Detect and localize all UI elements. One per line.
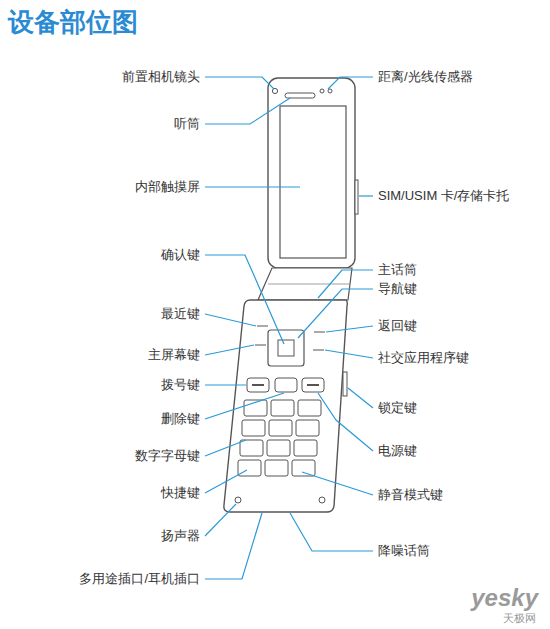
part-label: 多用途插口/耳机插口 bbox=[79, 571, 200, 587]
part-label: SIM/USIM 卡/存储卡托 bbox=[378, 188, 509, 204]
part-label: 电源键 bbox=[378, 443, 417, 459]
part-label: 前置相机镜头 bbox=[122, 69, 200, 85]
part-label: 主话筒 bbox=[378, 262, 417, 278]
part-label: 数字字母键 bbox=[135, 448, 200, 464]
part-label: 拨号键 bbox=[161, 377, 200, 393]
part-label: 导航键 bbox=[378, 281, 417, 297]
part-label: 快捷键 bbox=[161, 485, 200, 501]
part-label: 降噪话筒 bbox=[378, 543, 430, 559]
part-label: 确认键 bbox=[161, 247, 200, 263]
watermark: 天极网 bbox=[503, 612, 536, 625]
part-label: 返回键 bbox=[378, 318, 417, 334]
part-label: 距离/光线传感器 bbox=[378, 69, 473, 85]
part-label: 扬声器 bbox=[161, 528, 200, 544]
part-label: 内部触摸屏 bbox=[135, 179, 200, 195]
part-label: 静音模式键 bbox=[378, 487, 443, 503]
part-label: 听筒 bbox=[174, 116, 200, 132]
watermark: yesky bbox=[471, 585, 538, 611]
part-label: 社交应用程序键 bbox=[378, 350, 469, 366]
part-label: 锁定键 bbox=[378, 400, 417, 416]
part-label: 删除键 bbox=[161, 411, 200, 427]
part-label: 最近键 bbox=[161, 306, 200, 322]
part-label: 主屏幕键 bbox=[148, 347, 200, 363]
diagram-title: 设备部位图 bbox=[8, 6, 138, 38]
